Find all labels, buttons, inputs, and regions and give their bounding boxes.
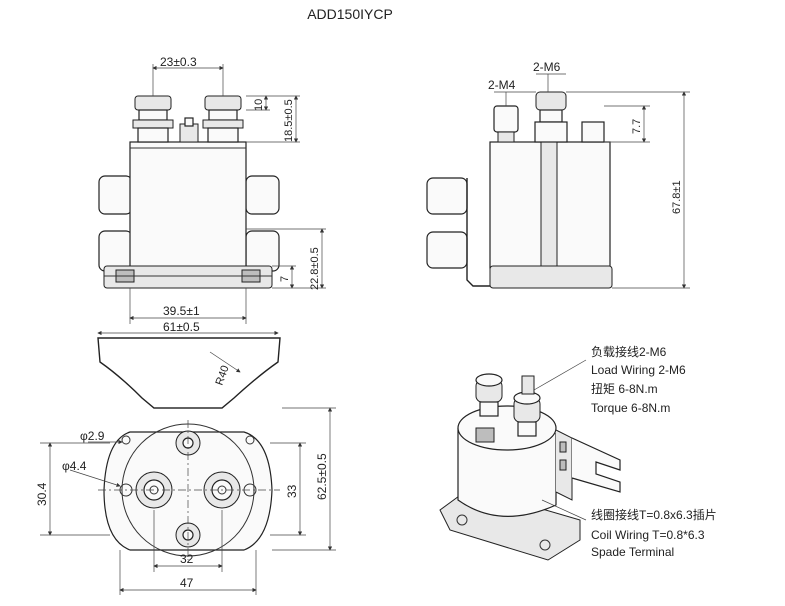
- dim-small-hole: φ2.9: [80, 429, 105, 443]
- note-load-en: Load Wiring 2-M6: [591, 363, 686, 377]
- dim-front-spacing: 23±0.3: [160, 55, 197, 69]
- dim-flange-height: 7: [279, 276, 291, 282]
- isometric-view: [439, 359, 621, 561]
- dim-mount-hole: φ4.4: [62, 459, 87, 473]
- note-load-cn: 负载接线2-M6: [591, 344, 667, 359]
- bottom-view: R40 φ2.9 φ4.4 30.4 33: [35, 337, 336, 595]
- note-coil-en2: Spade Terminal: [591, 545, 674, 559]
- dim-nut-height: 10: [253, 99, 265, 111]
- note-torque-en: Torque 6-8N.m: [591, 401, 670, 415]
- dim-v-spacing: 30.4: [35, 482, 49, 506]
- note-torque-cn: 扭矩 6-8N.m: [591, 382, 658, 396]
- dim-m4: 2-M4: [488, 78, 516, 92]
- front-view: 23±0.3 10 18.5±0.5 7 22.8±0.5 39.5±1 61±…: [97, 55, 326, 336]
- dim-terminal-spacing: 33: [285, 484, 299, 498]
- drawing-title: ADD150IYCP: [307, 6, 393, 22]
- note-coil-en: Coil Wiring T=0.8*6.3: [591, 528, 705, 542]
- dim-terminal-height: 18.5±0.5: [283, 99, 295, 142]
- dim-total-depth: 62.5±0.5: [315, 453, 329, 500]
- dim-m4-height: 7.7: [631, 119, 643, 134]
- dim-radius: R40: [214, 364, 232, 387]
- dim-total-height: 67.8±1: [671, 180, 683, 214]
- dim-h-spacing: 32: [180, 552, 194, 566]
- side-view: 2-M6 2-M4 7.7 67.8±1: [426, 60, 690, 289]
- dim-mount-width: 61±0.5: [163, 320, 200, 334]
- dim-body-width: 39.5±1: [163, 304, 200, 318]
- dim-bracket-height: 22.8±0.5: [309, 247, 321, 290]
- dim-width: 47: [180, 576, 194, 590]
- note-coil-cn: 线圈接线T=0.8x6.3插片: [591, 507, 717, 522]
- dim-m6: 2-M6: [533, 60, 561, 74]
